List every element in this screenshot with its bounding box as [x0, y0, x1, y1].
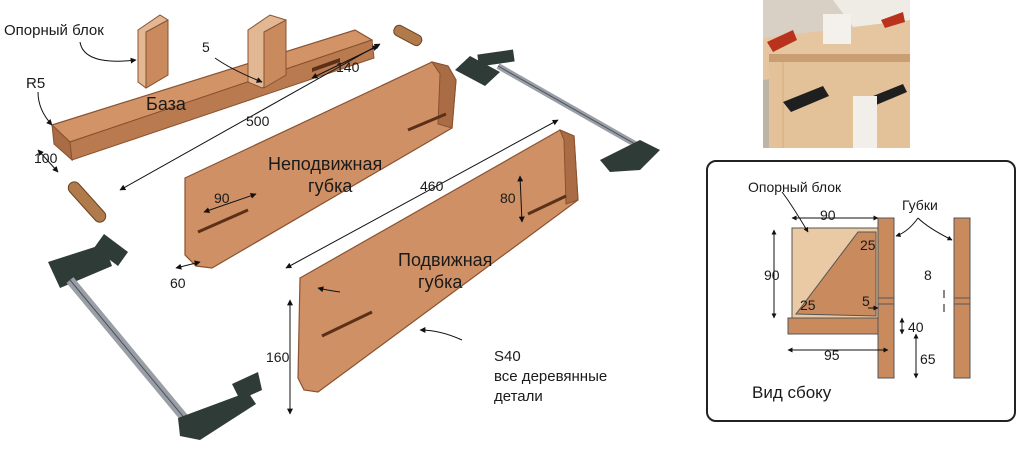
dim-500: 500 — [246, 113, 270, 129]
fixed-jaw-label-line2: губка — [308, 176, 353, 196]
dim-5: 5 — [202, 39, 210, 55]
dim-160: 160 — [266, 349, 290, 365]
dim-60: 60 — [170, 275, 186, 291]
dim-100: 100 — [34, 150, 58, 166]
support-block-label: Опорный блок — [4, 22, 104, 39]
dim-460: 460 — [420, 178, 444, 194]
side-view-title: Вид сбоку — [752, 383, 832, 402]
side-jaws-label: Губки — [902, 197, 938, 213]
side-dim-25-inner: 25 — [800, 297, 816, 313]
material-label-line2: все деревянные — [494, 368, 607, 385]
side-dim-90-left: 90 — [764, 267, 780, 283]
support-block-left — [138, 15, 168, 88]
support-block-right — [248, 15, 286, 88]
material-label-line3: детали — [494, 388, 543, 405]
material-label-line1: S40 — [494, 348, 521, 365]
side-dim-8: 8 — [924, 267, 932, 283]
fixed-jaw-label-line1: Неподвижная — [268, 154, 382, 174]
side-base — [788, 318, 888, 334]
movable-jaw-label-line2: губка — [418, 272, 463, 292]
dim-140: 140 — [336, 59, 360, 75]
base-label: База — [146, 94, 187, 114]
side-dim-25-top: 25 — [860, 237, 876, 253]
side-support-block-label: Опорный блок — [748, 179, 842, 195]
movable-jaw-label-line1: Подвижная — [398, 250, 492, 270]
vise-photo — [763, 0, 910, 148]
side-dim-5: 5 — [862, 293, 870, 309]
side-dim-90-top: 90 — [820, 207, 836, 223]
side-dim-40: 40 — [908, 319, 924, 335]
radius-label: R5 — [26, 75, 45, 92]
dim-80: 80 — [500, 190, 516, 206]
side-dim-95: 95 — [824, 347, 840, 363]
side-dim-65: 65 — [920, 351, 936, 367]
dim-90: 90 — [214, 190, 230, 206]
side-view-panel: Опорный блок Губки 90 25 90 25 5 8 40 95… — [706, 160, 1016, 422]
